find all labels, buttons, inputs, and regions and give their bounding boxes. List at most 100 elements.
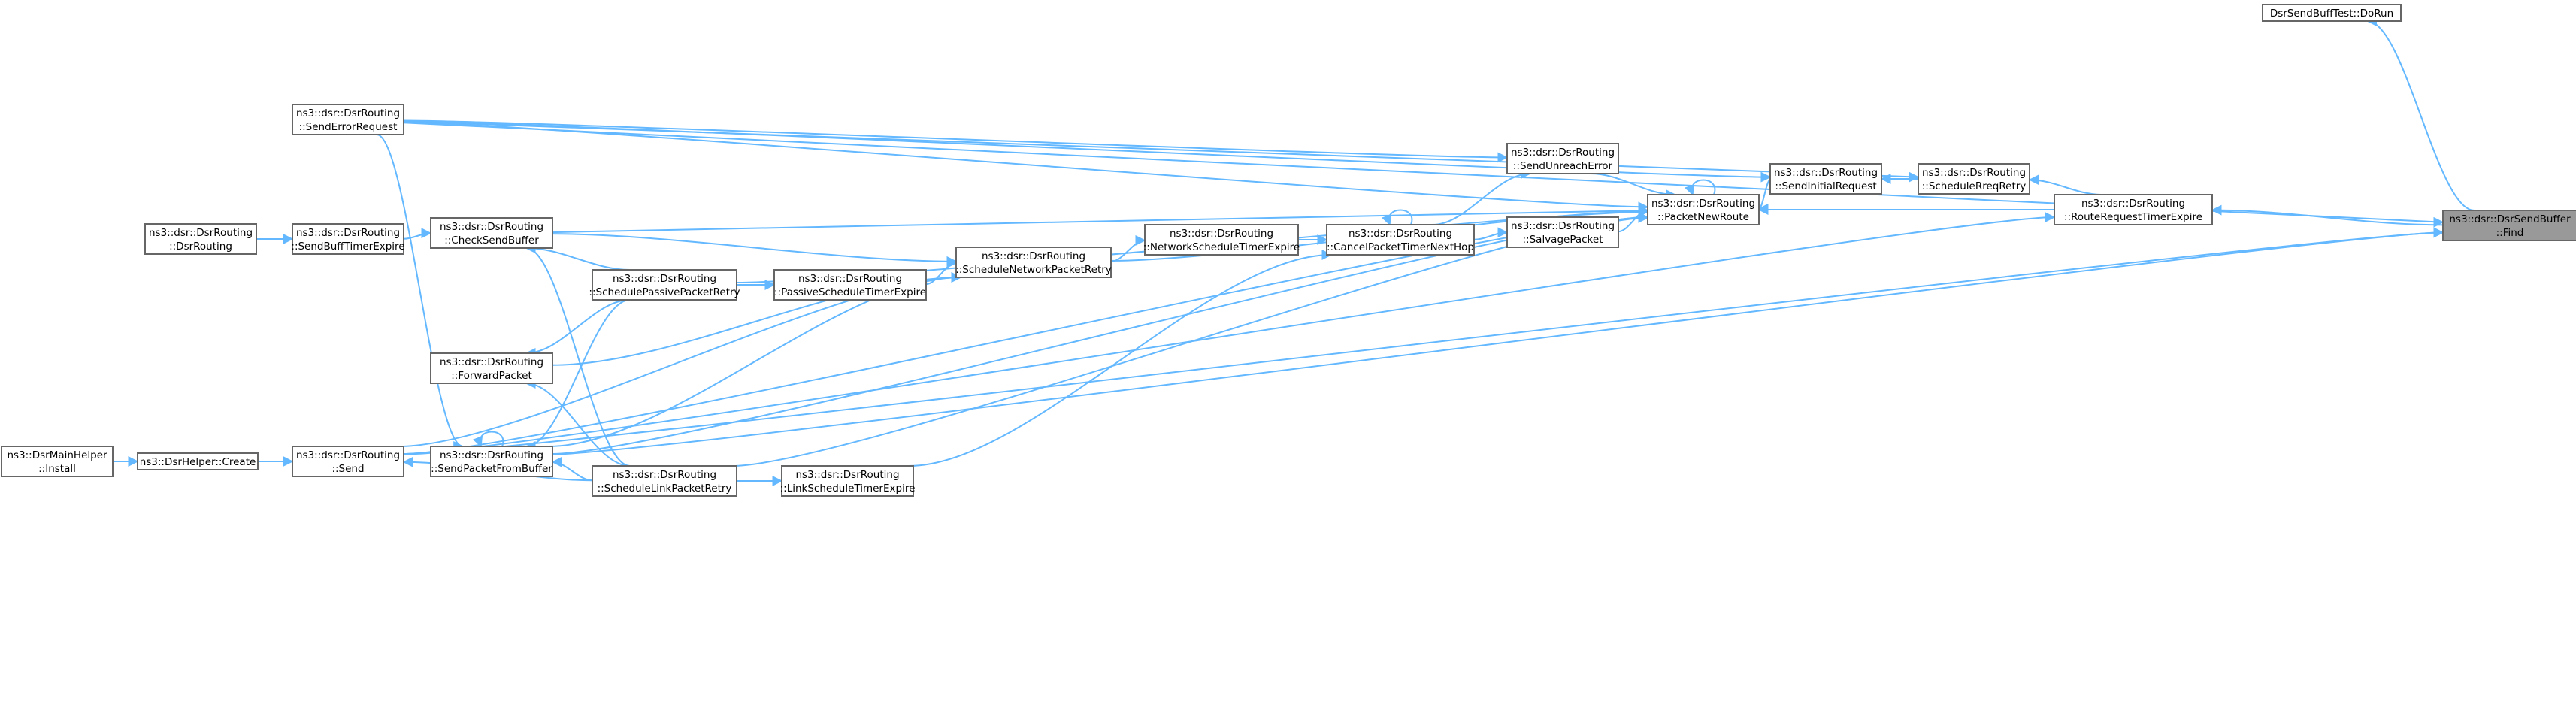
node-install[interactable]: ns3::DsrMainHelper::Install <box>1 446 114 477</box>
node-label: ns3::dsr::DsrRouting <box>1349 228 1452 240</box>
node-label: ::SalvagePacket <box>1523 234 1603 246</box>
node-label: ns3::dsr::DsrRouting <box>296 449 400 461</box>
node-label: ::SendInitialRequest <box>1775 180 1876 192</box>
node-label: ::ScheduleNetworkPacketRetry <box>955 264 1112 276</box>
node-label: ns3::dsr::DsrRouting <box>440 449 543 461</box>
call-edge-pnr-to-salv <box>1618 204 1649 233</box>
node-box <box>430 352 553 384</box>
node-fwd[interactable]: ns3::dsr::DsrRouting::ForwardPacket <box>430 352 553 384</box>
node-label: ns3::dsr::DsrRouting <box>798 273 902 285</box>
call-edge-cptnh-to-cptnh <box>1381 209 1413 226</box>
node-label: ns3::dsr::DsrRouting <box>440 221 543 233</box>
call-edge-sue-to-ser <box>403 119 1509 163</box>
node-label: ::PassiveScheduleTimerExpire <box>774 286 926 298</box>
node-lste[interactable]: ns3::dsr::DsrRouting::LinkScheduleTimerE… <box>780 465 916 497</box>
node-box <box>1918 163 2030 195</box>
node-box <box>137 452 259 470</box>
node-label: ::SendBuffTimerExpire <box>291 240 404 253</box>
call-edge-spfb-to-ser <box>376 134 465 452</box>
node-slpr[interactable]: ns3::dsr::DsrRouting::ScheduleLinkPacket… <box>592 465 737 497</box>
node-label: ns3::DsrMainHelper <box>7 449 107 461</box>
node-box <box>292 104 404 135</box>
node-sir[interactable]: ns3::dsr::DsrRouting::SendInitialRequest <box>1769 163 1882 195</box>
node-box <box>144 223 257 255</box>
call-edge-nste-to-snpr <box>1110 234 1146 263</box>
node-box <box>292 223 404 255</box>
node-box <box>2054 194 2213 225</box>
node-srr[interactable]: ns3::dsr::DsrRouting::ScheduleRreqRetry <box>1918 163 2030 195</box>
node-box <box>2442 210 2576 241</box>
node-label: ns3::dsr::DsrRouting <box>1774 167 1878 179</box>
node-label: ::Install <box>38 463 76 475</box>
node-label: ::DsrRouting <box>169 240 232 253</box>
node-send[interactable]: ns3::dsr::DsrRouting::Send <box>292 446 404 477</box>
call-edge-rrte-to-find <box>2211 204 2444 226</box>
node-label: ::SendErrorRequest <box>299 121 398 133</box>
node-box <box>430 217 553 249</box>
node-sbte[interactable]: ns3::dsr::DsrRouting::SendBuffTimerExpir… <box>291 223 405 255</box>
call-edge-fwd-to-slpr <box>525 378 631 467</box>
call-edge-pnr-to-pnr <box>1684 179 1716 196</box>
node-label: ::LinkScheduleTimerExpire <box>780 482 916 495</box>
node-ser[interactable]: ns3::dsr::DsrRouting::SendErrorRequest <box>292 104 404 135</box>
node-ctor[interactable]: ns3::dsr::DsrRouting::DsrRouting <box>144 223 257 255</box>
node-label: ::SendUnreachError <box>1513 160 1613 172</box>
node-label: ns3::dsr::DsrRouting <box>982 250 1085 262</box>
node-snpr[interactable]: ns3::dsr::DsrRouting::ScheduleNetworkPac… <box>955 247 1112 278</box>
node-label: ::CancelPacketTimerNextHop <box>1327 241 1474 253</box>
node-label: ns3::dsr::DsrRouting <box>296 227 400 239</box>
call-edge-rrte-to-send <box>403 212 2056 455</box>
node-create[interactable]: ns3::DsrHelper::Create <box>137 452 259 470</box>
node-csb[interactable]: ns3::dsr::DsrRouting::CheckSendBuffer <box>430 217 553 249</box>
call-edge-find-to-spfb <box>552 227 2444 455</box>
node-box <box>773 269 927 301</box>
node-salv[interactable]: ns3::dsr::DsrRouting::SalvagePacket <box>1506 216 1619 248</box>
node-box <box>955 247 1112 278</box>
call-edge-snpr-to-csb <box>552 233 958 267</box>
node-sppr[interactable]: ns3::dsr::DsrRouting::SchedulePassivePac… <box>589 269 740 301</box>
call-edge-salv-to-cptnh <box>1473 227 1509 240</box>
node-sue[interactable]: ns3::dsr::DsrRouting::SendUnreachError <box>1506 143 1619 174</box>
node-label: ::Find <box>2496 227 2524 239</box>
node-label: ::PacketNewRoute <box>1657 211 1749 223</box>
node-label: ::RouteRequestTimerExpire <box>2064 211 2202 223</box>
call-edge-csb-to-slpr <box>525 243 631 467</box>
call-edge-fwd-to-sppr <box>525 299 631 358</box>
nodes-layer: ns3::dsr::DsrSendBuffer::Find DsrSendBuff… <box>1 4 2576 497</box>
node-spfb[interactable]: ns3::dsr::DsrRouting::SendPacketFromBuff… <box>430 446 553 477</box>
node-box <box>292 446 404 477</box>
call-edge-pnr-to-sir <box>1757 179 1771 214</box>
node-label: ::NetworkScheduleTimerExpire <box>1143 241 1300 253</box>
call-edge-sue-to-cptnh <box>1433 168 1532 225</box>
node-label: ns3::dsr::DsrRouting <box>296 107 400 119</box>
node-label: ns3::dsr::DsrRouting <box>1511 147 1615 159</box>
call-edge-sir-to-ser <box>403 120 1772 183</box>
node-label: ::ForwardPacket <box>451 370 532 382</box>
call-edge-srr-to-rrte <box>2028 174 2102 195</box>
node-dorun[interactable]: DsrSendBuffTest::DoRun <box>2262 4 2402 22</box>
call-edge-find-to-send <box>403 227 2444 455</box>
node-box <box>430 446 553 477</box>
call-edge-dorun-to-find <box>2366 16 2475 211</box>
node-rrte[interactable]: ns3::dsr::DsrRouting::RouteRequestTimerE… <box>2054 194 2213 225</box>
node-pste[interactable]: ns3::dsr::DsrRouting::PassiveScheduleTim… <box>773 269 927 301</box>
node-label: ns3::dsr::DsrRouting <box>1170 228 1273 240</box>
node-label: DsrSendBuffTest::DoRun <box>2270 8 2393 20</box>
node-find[interactable]: ns3::dsr::DsrSendBuffer::Find <box>2442 210 2576 241</box>
node-pnr[interactable]: ns3::dsr::DsrRouting::PacketNewRoute <box>1647 194 1760 225</box>
call-edge-csb-to-sppr <box>525 243 631 271</box>
node-label: ns3::dsr::DsrRouting <box>795 469 899 481</box>
node-label: ns3::dsr::DsrRouting <box>1511 220 1615 232</box>
node-label: ns3::dsr::DsrRouting <box>1651 198 1755 210</box>
node-label: ::CheckSendBuffer <box>444 234 539 247</box>
node-label: ns3::dsr::DsrRouting <box>149 227 253 239</box>
node-nste[interactable]: ns3::dsr::DsrRouting::NetworkScheduleTim… <box>1143 224 1300 256</box>
node-box <box>1 446 114 477</box>
node-cptnh[interactable]: ns3::dsr::DsrRouting::CancelPacketTimerN… <box>1326 224 1475 256</box>
node-box <box>1647 194 1760 225</box>
node-label: ns3::dsr::DsrRouting <box>440 356 543 368</box>
call-edge-spfb-to-slpr <box>551 456 593 482</box>
node-box <box>1506 216 1619 248</box>
call-edge-pnr-to-ser <box>403 121 1649 213</box>
node-box <box>1326 224 1475 256</box>
